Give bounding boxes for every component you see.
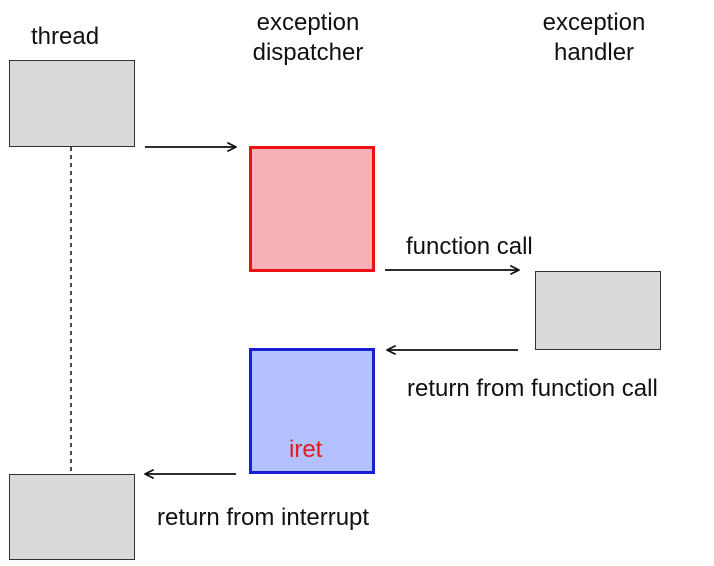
exception-handler-box [535,271,661,350]
dispatcher-blue-box [249,348,375,474]
dispatcher-label-line1: exception [256,9,360,36]
iret-label: iret [289,436,323,463]
dispatcher-label-line2: dispatcher [252,39,364,66]
return-from-interrupt-label: return from interrupt [157,504,370,531]
thread-end-box [9,474,135,560]
return-from-function-call-label: return from function call [407,375,658,402]
thread-label: thread [31,23,100,50]
handler-label-line1: exception [542,9,646,36]
dispatcher-red-box [249,146,375,272]
thread-start-box [9,60,135,147]
handler-label-line2: handler [553,39,635,66]
function-call-label: function call [406,233,533,260]
